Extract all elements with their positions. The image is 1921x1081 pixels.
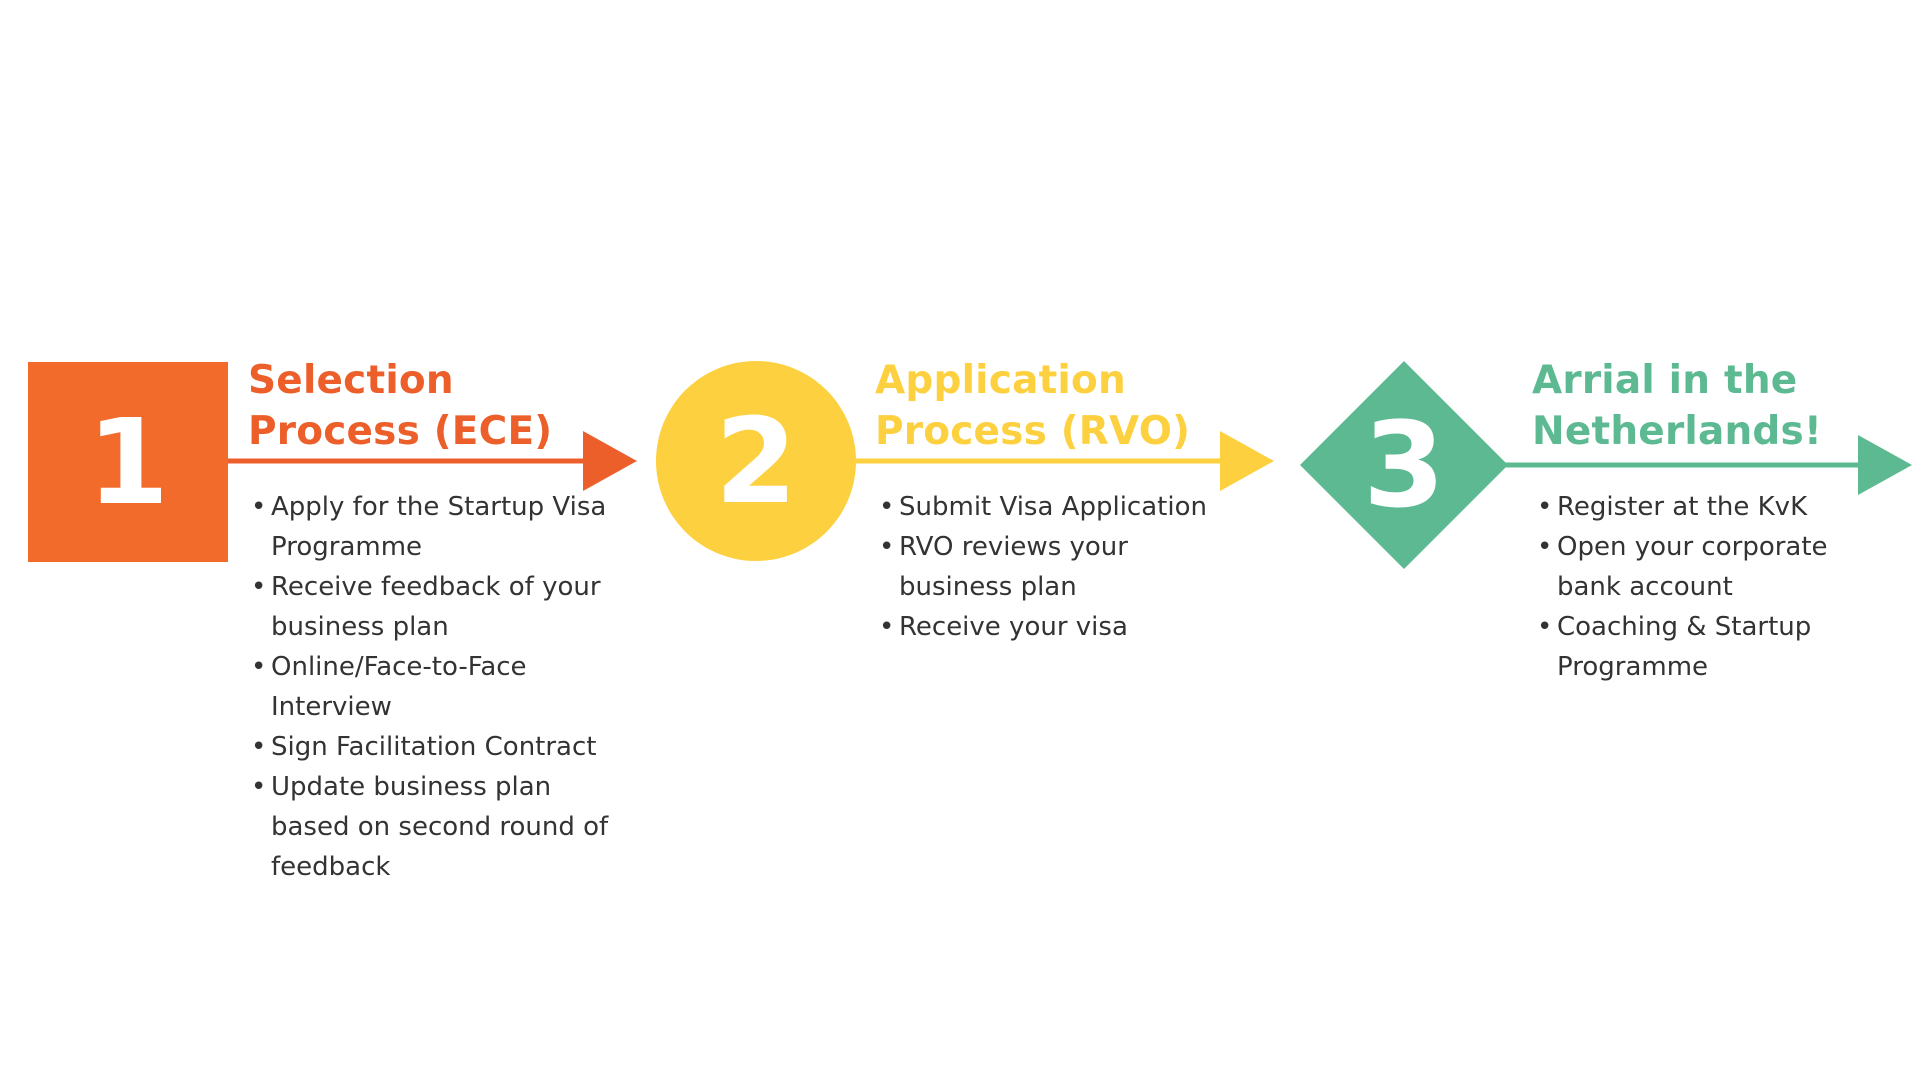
step-2-title: Application Process (RVO) [875,358,1191,454]
step-2-list: Submit Visa Application RVO reviews your… [879,487,1219,647]
diamond-shape [1300,361,1508,569]
list-item: Receive feedback of your business plan [251,567,611,647]
step-1-number: 1 [86,393,170,531]
list-item: Update business plan based on second rou… [251,767,611,887]
list-item: Submit Visa Application [879,487,1219,527]
list-item: RVO reviews your business plan [879,527,1219,607]
step-3-diamond-marker: 3 [1300,361,1508,569]
list-item: Register at the KvK [1537,487,1897,527]
list-item: Apply for the Startup Visa Programme [251,487,611,567]
step-3-number: 3 [1362,396,1446,534]
step-3-list: Register at the KvK Open your corporate … [1537,487,1897,687]
list-item: Online/Face-to-Face Interview [251,647,611,727]
arrow-3-head [1858,435,1912,495]
arrow-1-head [583,431,637,491]
arrow-2-head [1220,431,1274,491]
step-1-square-marker: 1 [28,362,228,562]
step-1-title: Selection Process (ECE) [248,358,553,454]
list-item: Sign Facilitation Contract [251,727,611,767]
step-1-list: Apply for the Startup Visa Programme Rec… [251,487,611,887]
step-2-circle-marker: 2 [656,361,856,561]
list-item: Coaching & Startup Programme [1537,607,1897,687]
step-2-number: 2 [714,392,798,530]
list-item: Open your corporate bank account [1537,527,1897,607]
step-3-title: Arrial in the Netherlands! [1532,358,1822,454]
list-item: Receive your visa [879,607,1219,647]
